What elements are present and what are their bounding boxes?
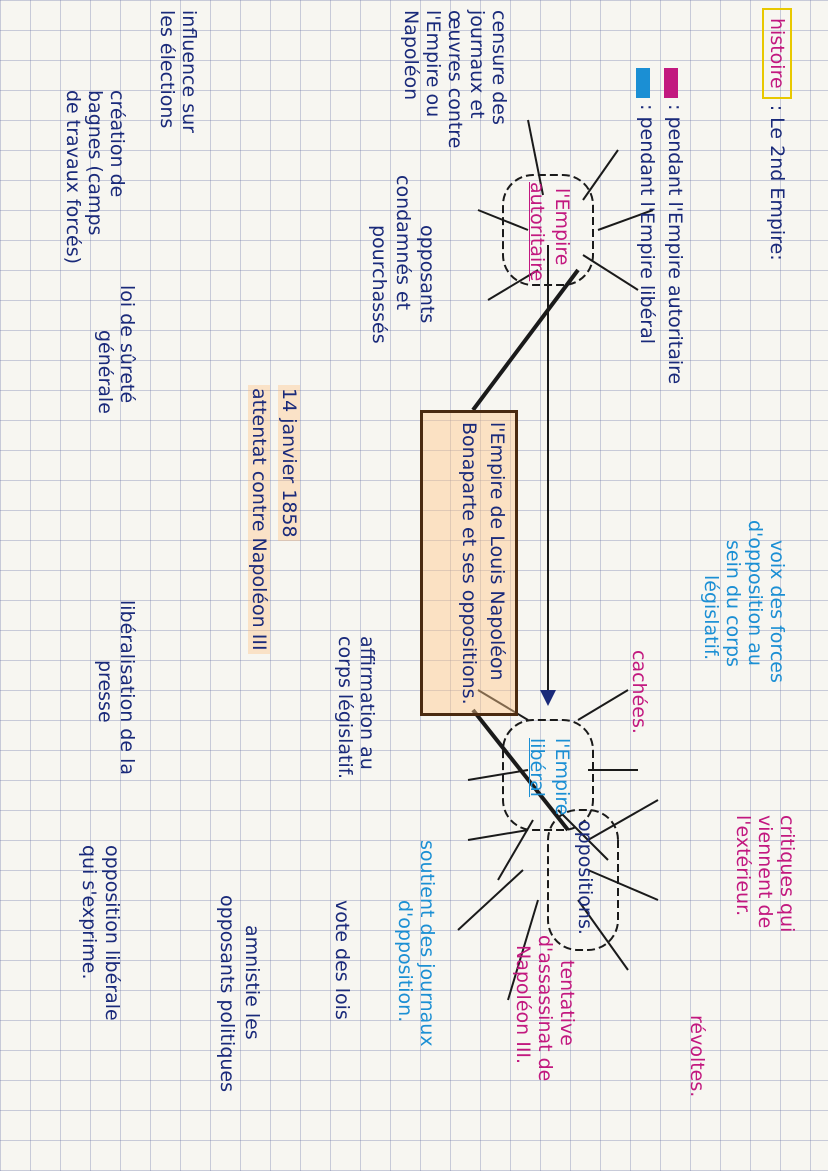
branch-influence-1: influence sur [178,10,200,133]
branch-voix-forces-3: sein du corps [722,540,744,667]
title-topic: : Le 2nd Empire: [766,104,788,261]
branch-voix-forces-2: d'opposition au [744,520,766,666]
node-autoritaire-line2: autoritaire [526,182,548,282]
branch-journaux-1: soutient des journaux [416,840,438,1047]
branch-amnistie-2: opposants politiques [216,895,238,1093]
legend-authoritarian: : pendant l'Empire autoritaire [664,104,686,385]
branch-revoltes: révoltes. [686,1015,708,1098]
branch-liberalisation-2: presse [94,660,116,723]
branch-creation-2: bagnes (camps [84,90,106,236]
branch-cachees: cachées. [628,650,650,734]
branch-amnistie-1: amnistie les [241,925,263,1040]
branch-voix-forces-1: voix des forces [766,540,788,683]
branch-opposants-2: condamnés et [392,175,414,311]
branch-critiques-1: critiques qui [776,815,798,933]
timeline-event: attentat contre Napoléon III [248,385,270,654]
node-cloud-liberal [502,719,594,831]
node-oppositions: oppositions. [574,820,596,935]
connector [471,268,580,412]
branch-critiques-2: viennent de [754,815,776,929]
node-cloud-oppositions [547,809,619,951]
branch-censure-5: Napoléon [400,10,422,101]
branch-creation-3: de travaux forcés) [62,90,84,265]
branch-censure-2: journaux et [466,10,488,119]
legend-swatch-pink [664,68,678,98]
branch-censure-1: censure des [488,10,510,125]
node-cloud-autoritaire [502,174,594,286]
branch-tentative-3: Napoléon III. [512,945,534,1065]
branch-tentative-1: tentative [556,960,578,1046]
legend-swatch-blue [636,68,650,98]
branch-voix-forces-4: législatif. [700,575,722,661]
branch-opposition-liberale-2: qui s'exprime. [78,845,100,980]
branch-creation-1: création de [106,90,128,198]
branch-journaux-2: d'opposition. [394,900,416,1023]
branch-liberalisation-1: libéralisation de la [116,600,138,776]
branch-critiques-3: l'extérieur. [732,815,754,917]
connector [471,708,570,832]
title-subject: histoire [762,8,792,99]
branch-loi-2: générale [94,330,116,414]
branch-censure-3: œuvres contre [444,10,466,149]
branch-loi-1: loi de sûreté [116,285,138,404]
branch-affirmation-2: corps législatif. [334,636,356,780]
legend-liberal: : pendant l'Empire libéral [636,104,658,344]
branch-opposants-3: pourchassés [368,225,390,344]
branch-censure-4: l'Empire ou [422,10,444,118]
central-topic-line1: l'Empire de Louis Napoléon [486,422,508,681]
node-autoritaire-line1: l'Empire [551,188,573,266]
branch-opposition-liberale-1: opposition libérale [101,845,123,1021]
arrow-head [540,690,556,706]
branch-tentative-2: d'assassinat de [534,935,556,1082]
central-topic-line2: Bonaparte et ses oppositions. [458,422,480,705]
branch-vote-lois: vote des lois [331,900,353,1020]
page-title: histoire : Le 2nd Empire: [762,8,792,261]
node-liberal-line1: l'Empire [551,738,573,816]
branch-influence-2: les élections [156,10,178,129]
branch-opposants-1: opposants [416,225,438,324]
branch-affirmation-1: affirmation au [356,636,378,770]
timeline-date: 14 janvier 1858 [278,385,300,541]
node-liberal-line2: libéral [526,738,548,798]
